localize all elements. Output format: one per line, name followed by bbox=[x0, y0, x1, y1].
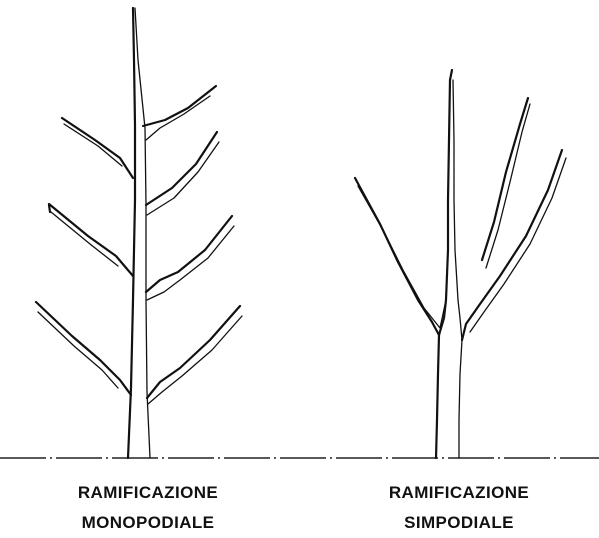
monopodial-branch-left-4 bbox=[36, 302, 131, 395]
sympodial-tree bbox=[355, 70, 566, 458]
caption-monopodial: RAMIFICAZIONE MONOPODIALE bbox=[58, 478, 238, 538]
caption-monopodial-line1: RAMIFICAZIONE bbox=[58, 478, 238, 508]
sympodial-trunk bbox=[436, 335, 439, 458]
monopodial-branch-left-3 bbox=[49, 205, 50, 212]
monopodial-branch-right-4 bbox=[147, 306, 240, 398]
monopodial-tree bbox=[36, 8, 242, 458]
monopodial-branch-right-1 bbox=[143, 86, 216, 126]
sympodial-trunk-inner bbox=[459, 340, 462, 458]
sympodial-branch-right-upper bbox=[482, 98, 528, 260]
monopodial-branch-left-2 bbox=[49, 204, 133, 276]
caption-monopodial-line2: MONOPODIALE bbox=[58, 508, 238, 538]
caption-sympodial-line1: RAMIFICAZIONE bbox=[369, 478, 549, 508]
monopodial-branch-right-2 bbox=[146, 132, 217, 205]
sympodial-central-branch bbox=[446, 70, 452, 300]
monopodial-trunk-inner bbox=[135, 8, 150, 458]
monopodial-branch-left-1 bbox=[62, 118, 133, 178]
caption-sympodial: RAMIFICAZIONE SIMPODIALE bbox=[369, 478, 549, 538]
monopodial-branch-right-3 bbox=[146, 216, 232, 292]
caption-sympodial-line2: SIMPODIALE bbox=[369, 508, 549, 538]
sympodial-branch-right bbox=[462, 150, 562, 340]
